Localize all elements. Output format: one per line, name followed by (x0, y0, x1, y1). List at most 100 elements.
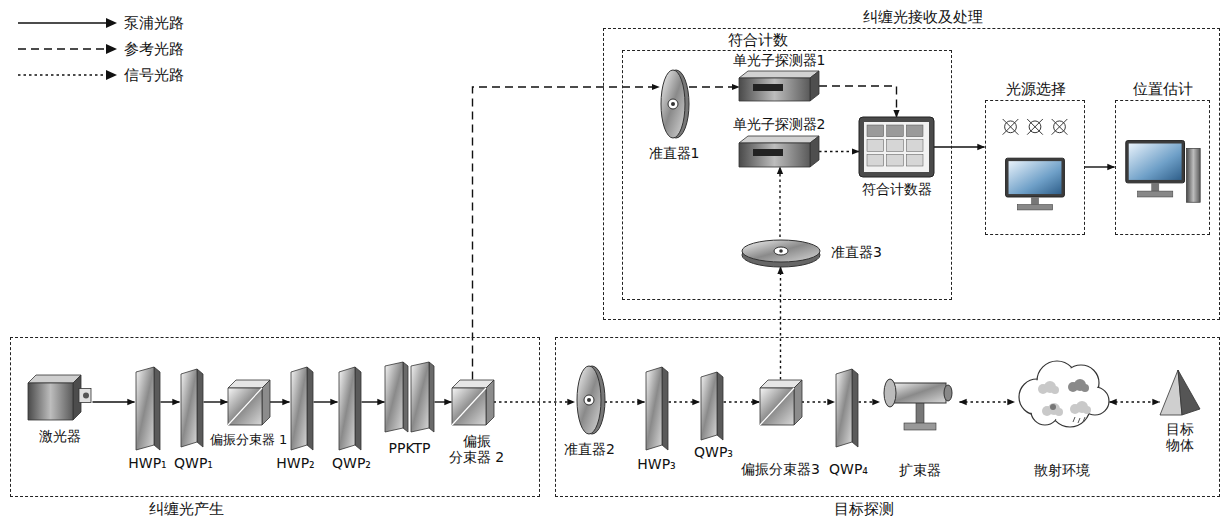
cube-side (262, 380, 270, 425)
label-holder: 准直器1 (649, 145, 700, 162)
legend-text: 信号光路 (124, 66, 184, 85)
counter-cell (887, 125, 904, 137)
laser-top (28, 375, 81, 383)
expander-front (884, 379, 896, 407)
optical-component: 偏振 分束器 2 (452, 380, 494, 425)
component-label: 激光器 (39, 428, 81, 444)
cube-side (794, 380, 802, 425)
optical-component: 准直器2 (575, 365, 605, 435)
component-label: HWP₃ (637, 456, 675, 472)
waveplate-side (717, 372, 723, 440)
splitter-diagonal (452, 388, 486, 425)
sun (1050, 404, 1056, 410)
detector-display (753, 84, 783, 91)
component-icon (1160, 370, 1200, 415)
beam-path (362, 401, 385, 402)
waveplate (701, 372, 717, 440)
component-label: HWP₁ (128, 455, 166, 471)
component-icon (290, 365, 314, 450)
counter-cell (887, 140, 904, 152)
optical-component: 符合计数器 (859, 117, 934, 177)
label-holder: 符合计数 (728, 31, 788, 49)
beam-splitter-cube (228, 388, 262, 425)
detector-top (739, 71, 819, 78)
waveplate-side (307, 367, 313, 450)
optical-component: QWP₂ (338, 365, 362, 450)
beam-path (204, 401, 228, 402)
counter-screen (864, 122, 929, 172)
monitor-screen (1008, 161, 1061, 194)
component-icon (741, 237, 821, 267)
label-holder: 纠缠光产生 (149, 500, 224, 518)
region-title: 纠缠光接收及处理 (863, 8, 983, 26)
legend-entry: 信号光路 (18, 62, 184, 88)
label-holder: PPKTP (389, 440, 431, 457)
optical-component: 偏振分束器 1 (228, 380, 270, 425)
beam-path (1110, 401, 1160, 402)
crystal-side (429, 362, 434, 432)
detector-side (810, 136, 819, 167)
counter-cell (867, 125, 884, 137)
waveplate (136, 367, 154, 450)
expander-tube (890, 383, 946, 403)
component-label: 单光子探测器2 (733, 116, 826, 132)
label-holder: 光源选择 (1006, 80, 1066, 98)
legend-sample (18, 69, 118, 81)
waveplate (646, 367, 662, 450)
label-holder: HWP₂ (276, 455, 314, 472)
optical-component: 扩束器 (880, 375, 960, 430)
dashed-region: 纠缠光接收及处理符合计数准直器1单光子探测器1单光子探测器2符合计数器准直器3光… (603, 28, 1220, 320)
beam-path (780, 267, 781, 380)
dashed-region: 符合计数准直器1单光子探测器1单光子探测器2符合计数器准直器3 (622, 50, 952, 300)
optical-component: QWP₄ (835, 367, 859, 447)
label-holder: 纠缠光接收及处理 (863, 8, 983, 26)
counter-cell (906, 140, 923, 152)
region-title: 目标探测 (834, 500, 894, 518)
label-holder: 位置估计 (1133, 80, 1193, 98)
component-icon (739, 136, 819, 167)
component-label: 偏振分束器 1 (210, 432, 287, 447)
light-source-symbol (1002, 118, 1018, 134)
label-holder: 符合计数器 (862, 181, 932, 198)
beam-path (779, 167, 780, 237)
detector-top (739, 136, 819, 143)
legend-entry: 参考光路 (18, 36, 184, 62)
optical-component: HWP₂ (290, 365, 314, 450)
label-holder: 目标探测 (834, 500, 894, 518)
region-title: 符合计数 (728, 31, 788, 49)
collimator-core (671, 102, 675, 106)
dashed-region: 位置估计 (1115, 100, 1210, 235)
component-label: QWP₃ (694, 444, 733, 460)
waveplate-side (154, 367, 160, 450)
component-icon (452, 380, 494, 425)
splitter-diagonal (760, 388, 794, 425)
beam-path (669, 401, 700, 402)
target-side (1178, 370, 1200, 415)
cube-side (486, 380, 494, 425)
dashed-region: 纠缠光产生激光器HWP₁QWP₁偏振分束器 1HWP₂QWP₂PPKTP偏振 分… (10, 337, 540, 497)
beam-path (605, 401, 645, 402)
component-label: 准直器1 (649, 145, 700, 161)
label-holder: 散射环境 (1034, 462, 1090, 479)
laser-aperture (83, 392, 89, 398)
legend-text: 泵浦光路 (124, 14, 184, 33)
component-icon (228, 380, 270, 425)
component-icon (880, 375, 960, 430)
dashed-region: 光源选择 (985, 100, 1085, 235)
crystal (385, 362, 403, 432)
label-holder: 偏振分束器 1 (210, 432, 287, 448)
optical-component: 单光子探测器2 (739, 136, 819, 167)
label-holder: 扩束器 (899, 462, 941, 479)
component-label: QWP₁ (174, 455, 213, 471)
optical-component: HWP₁ (135, 365, 161, 450)
component-label: 符合计数器 (862, 181, 932, 197)
beam-splitter-cube (760, 388, 794, 425)
label-holder: 单光子探测器1 (733, 52, 826, 69)
component-icon (659, 69, 689, 139)
waveplate-side (197, 369, 203, 447)
waveplate (291, 367, 307, 450)
optical-component: 准直器1 (659, 69, 689, 139)
beam-path (724, 401, 760, 402)
label-holder: 准直器2 (564, 441, 615, 458)
waveplate-side (355, 367, 361, 450)
